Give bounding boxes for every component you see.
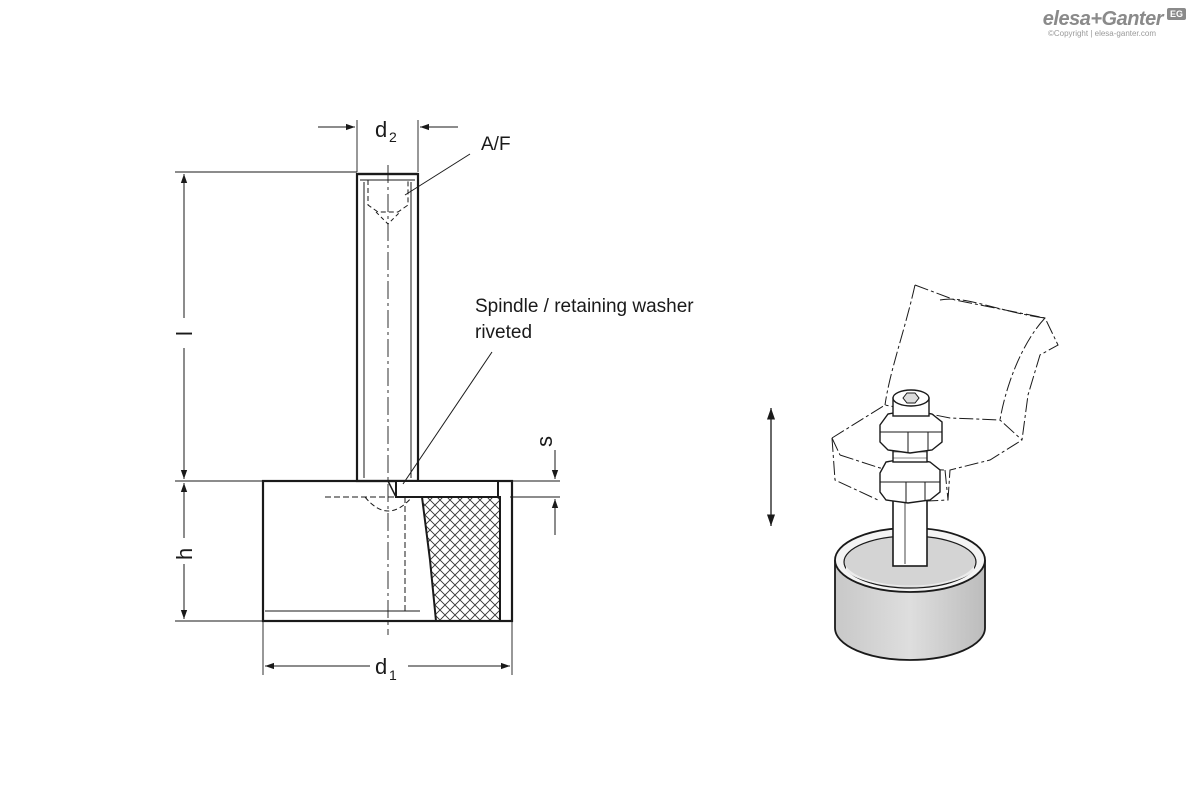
- callout-spindle-line2: riveted: [475, 322, 532, 343]
- brand-logo: elesa+Ganter EG ©Copyright | elesa-gante…: [1043, 8, 1186, 38]
- isometric-view: [766, 284, 1059, 661]
- brand-name: elesa+Ganter: [1042, 8, 1164, 30]
- dim-d2-subscript: 2: [389, 129, 397, 145]
- lower-nut: [879, 457, 941, 504]
- mounting-part-phantom: [831, 284, 1059, 503]
- dim-l-label: l: [172, 331, 197, 336]
- copyright-text: ©Copyright | elesa-ganter.com: [1047, 29, 1156, 38]
- brand-badge: EG: [1166, 8, 1186, 20]
- dim-d1-subscript: 1: [389, 667, 397, 683]
- retaining-washer: [395, 480, 499, 498]
- dim-h-label: h: [172, 548, 197, 560]
- elastomer-section: [420, 496, 501, 622]
- dim-d1-label: d: [375, 654, 387, 679]
- dim-d2-label: d: [375, 117, 387, 142]
- section-view: [175, 120, 560, 675]
- spindle-outline: [355, 172, 420, 483]
- callout-af: A/F: [481, 134, 511, 155]
- callout-spindle-line1: Spindle / retaining washer: [475, 296, 694, 317]
- cup-outline: [261, 479, 514, 623]
- hex-socket: [902, 392, 920, 404]
- dim-s-label: s: [532, 436, 557, 447]
- iso-spindle: [892, 499, 928, 567]
